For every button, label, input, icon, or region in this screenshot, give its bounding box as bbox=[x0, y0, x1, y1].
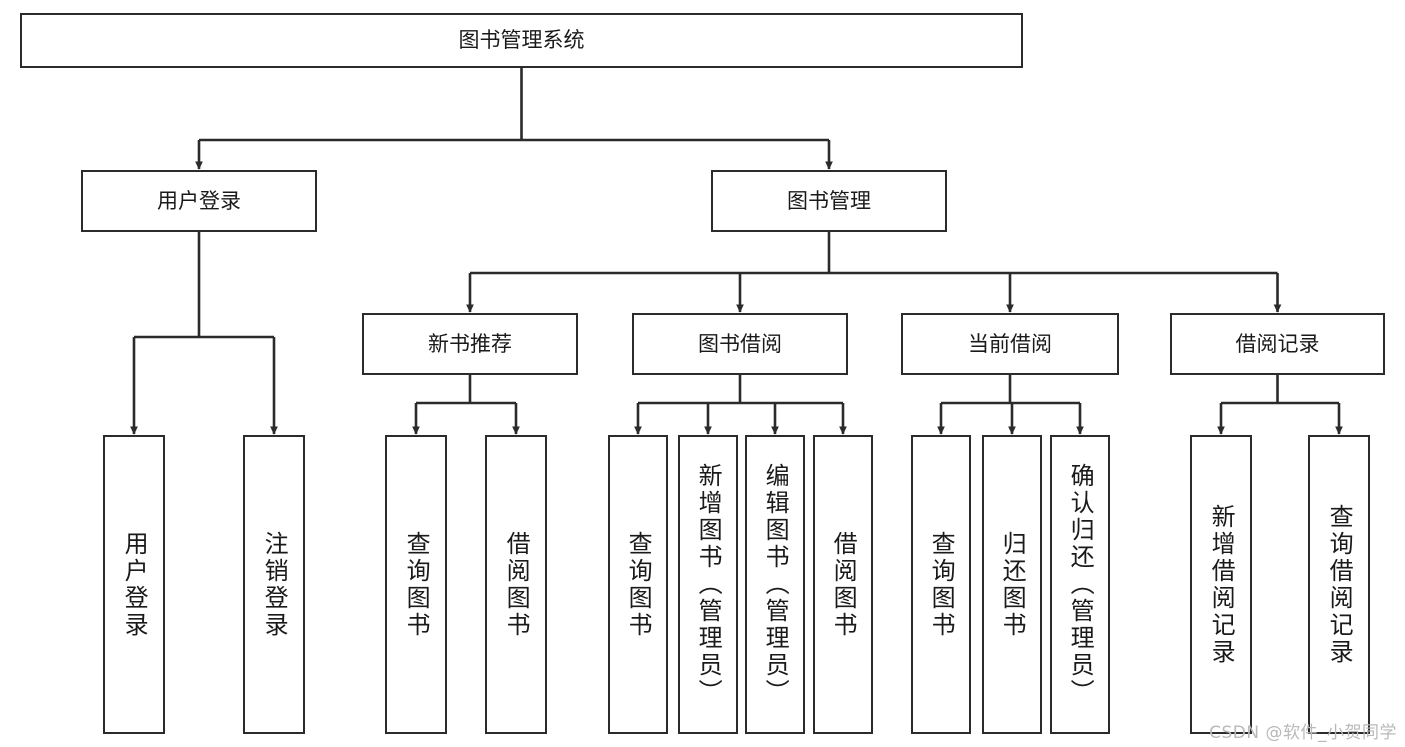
node-label: 归还图书 bbox=[998, 530, 1027, 639]
node-leaf_10[interactable]: 归还图书 bbox=[982, 435, 1042, 734]
node-leaf_9[interactable]: 查询图书 bbox=[911, 435, 971, 734]
node-leaf_11[interactable]: 确认归还（管理员） bbox=[1050, 435, 1110, 734]
node-label: 编辑图书（管理员） bbox=[761, 463, 790, 706]
node-label: 新书推荐 bbox=[428, 331, 512, 356]
node-label: 图书借阅 bbox=[698, 331, 782, 356]
node-label: 图书管理系统 bbox=[458, 28, 585, 53]
node-leaf_7[interactable]: 编辑图书（管理员） bbox=[745, 435, 805, 734]
node-label: 借阅图书 bbox=[502, 530, 531, 639]
node-label: 用户登录 bbox=[157, 188, 241, 213]
node-label: 查询图书 bbox=[927, 530, 956, 639]
node-l3_c[interactable]: 当前借阅 bbox=[901, 313, 1119, 375]
node-label: 确认归还（管理员） bbox=[1066, 463, 1095, 706]
node-label: 借阅图书 bbox=[829, 530, 858, 639]
node-l3_a[interactable]: 新书推荐 bbox=[362, 313, 578, 375]
node-label: 当前借阅 bbox=[968, 331, 1052, 356]
node-label: 借阅记录 bbox=[1235, 331, 1320, 356]
node-leaf_4[interactable]: 借阅图书 bbox=[485, 435, 547, 734]
node-l2_b[interactable]: 图书管理 bbox=[711, 170, 947, 232]
node-leaf_13[interactable]: 查询借阅记录 bbox=[1308, 435, 1370, 734]
node-leaf_1[interactable]: 用户登录 bbox=[103, 435, 165, 734]
node-label: 查询借阅记录 bbox=[1325, 503, 1354, 666]
node-l3_d[interactable]: 借阅记录 bbox=[1170, 313, 1385, 375]
node-root[interactable]: 图书管理系统 bbox=[20, 13, 1023, 68]
node-label: 注销登录 bbox=[260, 530, 289, 639]
node-leaf_3[interactable]: 查询图书 bbox=[385, 435, 447, 734]
node-l3_b[interactable]: 图书借阅 bbox=[632, 313, 848, 375]
node-label: 查询图书 bbox=[624, 530, 653, 639]
node-label: 新增图书（管理员） bbox=[694, 463, 723, 706]
node-leaf_8[interactable]: 借阅图书 bbox=[813, 435, 873, 734]
csdn-watermark: CSDN @软件_小贺同学 bbox=[1209, 723, 1397, 743]
node-label: 图书管理 bbox=[787, 188, 871, 213]
node-l2_a[interactable]: 用户登录 bbox=[81, 170, 317, 232]
node-leaf_5[interactable]: 查询图书 bbox=[608, 435, 668, 734]
node-label: 用户登录 bbox=[120, 530, 149, 639]
node-label: 查询图书 bbox=[402, 530, 431, 639]
node-leaf_12[interactable]: 新增借阅记录 bbox=[1190, 435, 1252, 734]
node-label: 新增借阅记录 bbox=[1207, 503, 1236, 666]
node-leaf_2[interactable]: 注销登录 bbox=[243, 435, 305, 734]
node-leaf_6[interactable]: 新增图书（管理员） bbox=[678, 435, 738, 734]
